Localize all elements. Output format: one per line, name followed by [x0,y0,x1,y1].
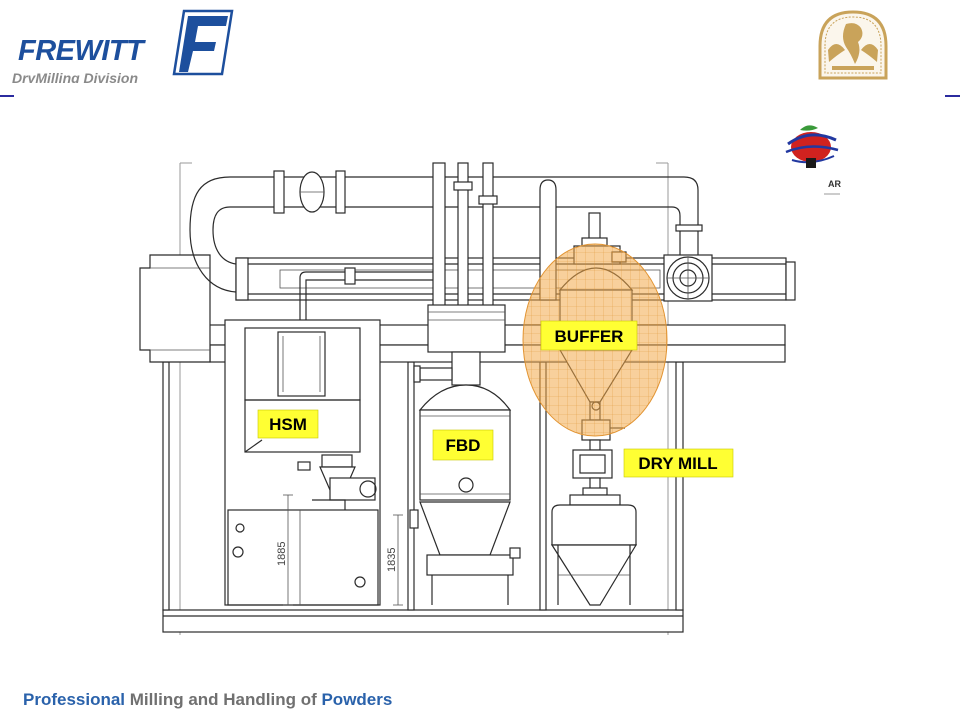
partner-logo-text: AR [828,179,841,189]
brand-name: FREWITT [18,35,144,67]
header-rule-left [0,95,14,97]
label-fbd-text: FBD [446,436,481,455]
hsm-unit: 1885 [224,319,381,606]
collection-bin [550,494,638,606]
label-hsm-text: HSM [269,415,307,434]
partner-logo-icon: AR [785,125,841,195]
footer-word-professional: Professional [23,690,126,709]
duct [235,254,796,302]
label-fbd: FBD [432,429,494,461]
hsm-height-dimension: 1885 [276,542,288,566]
label-buffer-text: BUFFER [555,327,624,346]
label-buffer: BUFFER [540,320,638,351]
frewitt-f-logo-icon [172,9,234,76]
fbd-height-dimension: 1835 [386,548,398,572]
dry-mill-unit [572,439,613,496]
header-rule-right [945,95,960,97]
division-caption: DryMilling Division [12,70,139,83]
label-dry-mill-text: DRY MILL [638,454,717,473]
university-seal-icon [818,10,888,80]
footer-middle-text: Milling and Handling of [125,690,322,709]
outer-frame [179,162,669,635]
footer-tagline: Professional Milling and Handling of Pow… [23,690,392,710]
division-caption-wrap: DryMilling Division [12,70,182,83]
label-hsm: HSM [257,409,319,439]
top-pipe [189,170,703,293]
label-dry-mill: DRY MILL [623,448,734,478]
footer-word-powders: Powders [321,690,393,709]
